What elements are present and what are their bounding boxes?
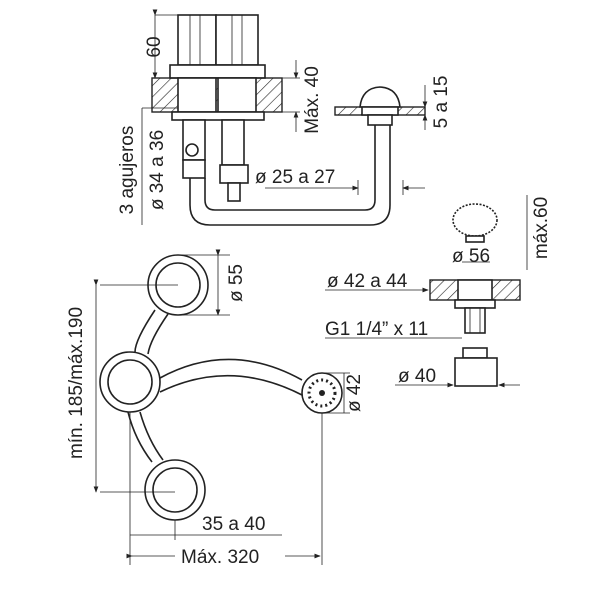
side-view: [141, 9, 428, 226]
label-spout-diameter: ø 42: [344, 374, 365, 412]
label-offset: 35 a 40: [202, 514, 265, 535]
handle-left: [177, 14, 217, 66]
label-spout-thickness: 5 a 15: [431, 76, 452, 129]
label-top-diameter: ø 56: [452, 246, 490, 267]
label-handle-diameter: ø 55: [226, 264, 247, 302]
label-max-width: Máx. 320: [181, 547, 259, 568]
label-nut-diameter: ø 40: [398, 366, 436, 387]
counter-slab: [151, 77, 283, 113]
label-thread: G1 1/4” x 11: [325, 319, 428, 340]
handle-right: [215, 14, 259, 66]
label-handle-height: 60: [144, 36, 165, 57]
spout-head: [359, 86, 401, 108]
label-hole-diameter-right: ø 42 a 44: [327, 271, 408, 292]
washer: [462, 347, 488, 359]
label-top-max: máx.60: [531, 197, 552, 259]
label-holes-count: 3 agujeros: [117, 126, 138, 215]
spout-detail: [325, 195, 528, 388]
top-view: [93, 249, 350, 565]
label-holes-diameter: ø 34 a 36: [147, 130, 168, 210]
label-pipe-diameter: ø 25 a 27: [255, 167, 335, 188]
nut: [454, 357, 498, 387]
label-max-thickness: Máx. 40: [302, 66, 323, 134]
label-handle-spacing: mín. 185/máx.190: [66, 307, 87, 459]
